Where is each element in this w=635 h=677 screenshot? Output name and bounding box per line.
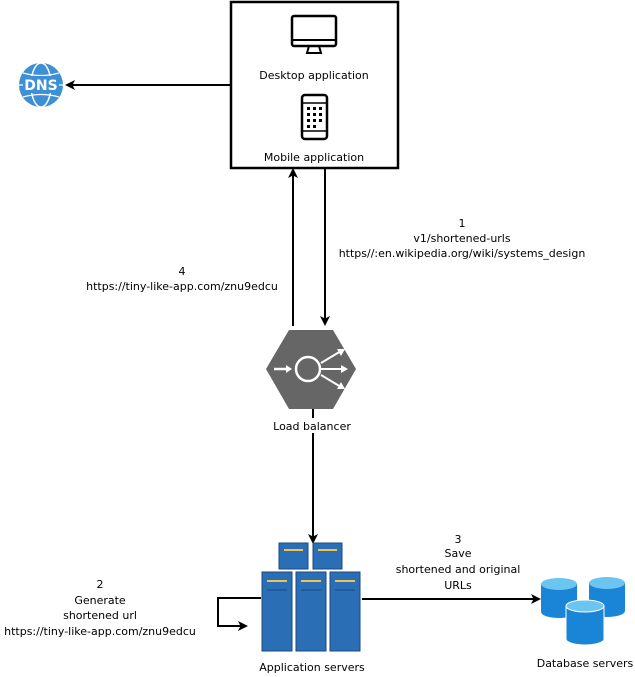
mobile-app-label: Mobile application (264, 151, 364, 164)
load-balancer-icon (266, 330, 356, 409)
step-2-line2: shortened url (63, 609, 137, 622)
desktop-app-label: Desktop application (259, 69, 369, 82)
dns-globe-icon: DNS (19, 62, 63, 108)
load-balancer-label: Load balancer (273, 420, 351, 433)
step-4-line1: https://tiny-like-app.com/znu9edcu (86, 280, 278, 293)
database-cylinder-icon (541, 577, 625, 646)
database-servers-label: Database servers (537, 657, 634, 670)
app-servers-label: Application servers (259, 661, 365, 674)
step-3-line2: shortened and original (396, 563, 521, 576)
step-4-label: 4 https://tiny-like-app.com/znu9edcu (86, 265, 278, 293)
step-1-line2: https//:en.wikipedia.org/wiki/systems_de… (339, 247, 586, 260)
step-1-label: 1 v1/shortened-urls https//:en.wikipedia… (339, 217, 586, 260)
step-4-number: 4 (179, 265, 186, 278)
step-3-line3: URLs (444, 579, 472, 592)
smartphone-icon (300, 93, 329, 141)
step-1-line1: v1/shortened-urls (413, 232, 510, 245)
arrow-app-self-loop (217, 597, 261, 631)
dns-text: DNS (24, 78, 57, 94)
step-2-line1: Generate (74, 594, 126, 607)
desktop-monitor-icon (290, 14, 338, 54)
step-2-number: 2 (97, 578, 104, 591)
step-2-label: 2 Generate shortened url https://tiny-li… (4, 578, 196, 638)
server-rack-icon (261, 542, 361, 652)
step-3-label: 3 Save shortened and original URLs (396, 533, 521, 592)
step-3-number: 3 (455, 533, 462, 546)
step-1-number: 1 (459, 217, 466, 230)
step-3-line1: Save (444, 547, 471, 560)
step-2-line3: https://tiny-like-app.com/znu9edcu (4, 625, 196, 638)
